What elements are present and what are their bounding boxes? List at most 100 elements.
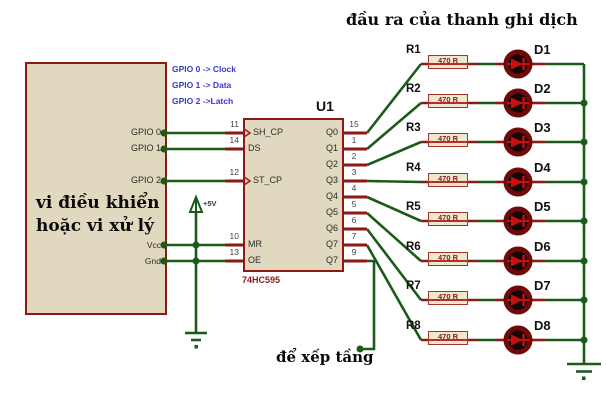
wire-q4-r5	[366, 195, 422, 223]
diagram-title: đầu ra của thanh ghi dịch	[346, 10, 578, 29]
pin-number-7: 7	[351, 231, 357, 241]
mcu-pin-vcc: Vcc	[146, 240, 161, 250]
wire-q0-r1	[365, 63, 423, 134]
gpio-comment-latch: GPIO 2 ->Latch	[172, 96, 234, 106]
stcp-clock-arrow-icon	[243, 176, 252, 186]
resistor-label-r7: R7	[406, 280, 421, 292]
pin-label-shcp: SH_CP	[253, 127, 284, 137]
pin-number-1: 1	[351, 135, 357, 145]
pin-number-2: 2	[351, 151, 357, 161]
led-symbol-d6	[496, 246, 545, 276]
mcu-name-line1: vi điều khiển	[36, 193, 160, 213]
mcu-pin-gpio1: GPIO 1	[130, 143, 161, 153]
microcontroller-box	[25, 62, 167, 315]
chip-reference: U1	[316, 98, 334, 114]
gpio-comment-clock: GPIO 0 -> Clock	[172, 64, 237, 74]
led-label-d8: D8	[534, 318, 551, 333]
pin-label-stcp: ST_CP	[253, 175, 283, 185]
led-symbol-d1	[496, 49, 545, 79]
resistor-body-r3	[428, 133, 468, 147]
resistor-value-r2: 470 R	[437, 95, 458, 104]
resistor-label-r1: R1	[406, 44, 421, 56]
resistor-body-r6	[428, 252, 468, 266]
pin-number-10: 10	[229, 231, 239, 241]
led-label-d7: D7	[534, 278, 551, 293]
plus5v-symbol	[188, 194, 204, 213]
pin-label-q0: Q0	[325, 127, 338, 137]
wire-q2-r3	[366, 140, 422, 167]
resistor-label-r2: R2	[406, 83, 421, 95]
cascade-dot	[356, 345, 364, 353]
pin-number-11: 11	[230, 119, 239, 129]
resistor-body-r1	[428, 55, 468, 69]
led-symbol-d7	[496, 285, 545, 315]
wire-q6-r7	[365, 228, 423, 301]
pin-label-q4: Q4	[325, 191, 338, 201]
led-label-d4: D4	[534, 160, 551, 175]
pin-label-q5: Q5	[325, 207, 338, 217]
green-wires	[164, 62, 586, 364]
gpio-comment-data: GPIO 1 -> Data	[172, 80, 232, 90]
shcp-clock-arrow-icon	[243, 128, 252, 138]
pin-number-15: 15	[349, 119, 359, 129]
pin-number-12: 12	[229, 167, 239, 177]
resistor-value-r5: 470 R	[437, 213, 458, 222]
mcu-pin-gpio0: GPIO 0	[130, 127, 161, 137]
chip-part-number: 74HC595	[242, 275, 281, 285]
pin-number-14: 14	[229, 135, 239, 145]
pin-label-q6: Q6	[325, 223, 338, 233]
led-label-d6: D6	[534, 239, 551, 254]
pin-number-6: 6	[351, 215, 357, 225]
led-label-d1: D1	[534, 42, 551, 57]
pin-label-q7: Q7	[325, 239, 338, 249]
wire-q5-r6	[366, 212, 422, 262]
resistor-label-r8: R8	[406, 320, 421, 332]
pin-label-q2: Q2	[325, 159, 338, 169]
led-symbol-d5	[496, 206, 545, 236]
resistor-body-r5	[428, 212, 468, 226]
resistor-value-r3: 470 R	[437, 134, 458, 143]
pin-number-13: 13	[229, 247, 239, 257]
pin-stubs	[225, 131, 367, 263]
resistor-leads	[421, 62, 477, 342]
pin-label-q3: Q3	[325, 175, 338, 185]
right-pin-stubs	[344, 131, 367, 263]
ground-symbol-left	[185, 331, 207, 349]
resistor-body-r8	[428, 331, 468, 345]
led-label-d2: D2	[534, 81, 551, 96]
plus5v-label: +5V	[203, 199, 217, 208]
pin-number-5: 5	[351, 199, 357, 209]
pin-label-oe: OE	[248, 255, 262, 265]
shift-register-chip-body	[243, 118, 344, 272]
resistor-value-r6: 470 R	[437, 253, 458, 262]
mcu-name-line2: hoặc vi xử lý	[36, 216, 154, 236]
cascade-label: để xếp tầng	[276, 348, 374, 366]
resistor-value-r1: 470 R	[437, 56, 458, 65]
left-pin-stubs	[225, 131, 243, 263]
wire-q7-r8	[365, 244, 423, 341]
resistor-value-r7: 470 R	[437, 292, 458, 301]
resistor-label-r5: R5	[406, 201, 421, 213]
pin-label-q1: Q1	[325, 143, 338, 153]
junction-dots	[160, 99, 588, 353]
resistor-label-r3: R3	[406, 122, 421, 134]
pin-label-mr: MR	[248, 239, 262, 249]
pin-label-ds: DS	[248, 143, 261, 153]
pin-number-3: 3	[351, 167, 357, 177]
wire-q1-r2	[366, 102, 422, 150]
wire-q3-r4	[366, 179, 422, 184]
led-label-d5: D5	[534, 199, 551, 214]
mcu-pin-gnd: Gnd	[144, 256, 161, 266]
led-label-d3: D3	[534, 120, 551, 135]
mcu-pin-gpio2: GPIO 2	[130, 175, 161, 185]
led-symbol-d2	[496, 88, 545, 118]
resistor-label-r6: R6	[406, 241, 421, 253]
resistor-body-r7	[428, 291, 468, 305]
pin-number-9: 9	[351, 247, 357, 257]
pin-label-q7s: Q7	[325, 255, 338, 265]
led-symbol-d3	[496, 127, 545, 157]
led-symbol-d8	[496, 325, 545, 355]
led-symbol-d4	[496, 167, 545, 197]
